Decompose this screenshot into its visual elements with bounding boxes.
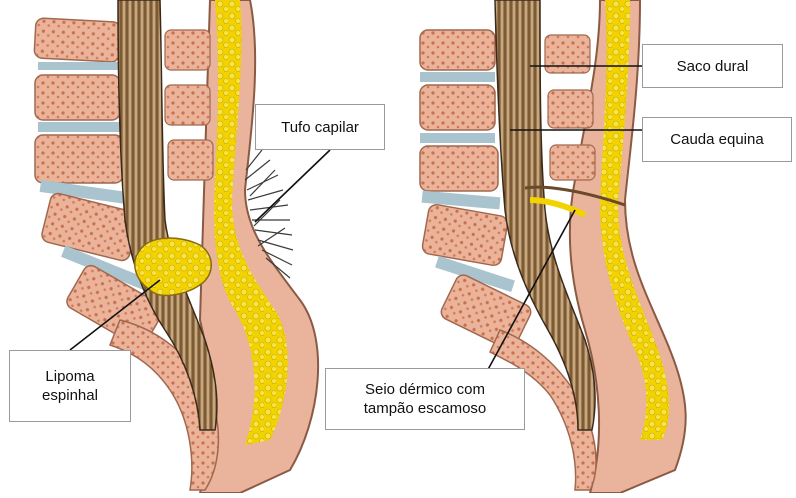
label-cauda-equina: Cauda equina bbox=[642, 117, 792, 162]
leader-tufo bbox=[255, 150, 330, 222]
label-seio-line1: Seio dérmico com bbox=[365, 380, 485, 399]
label-seio-dermico: Seio dérmico com tampão escamoso bbox=[325, 368, 525, 430]
label-saco-dural: Saco dural bbox=[642, 44, 783, 88]
label-tufo-capilar-text: Tufo capilar bbox=[281, 118, 359, 137]
left-lipoma bbox=[135, 238, 211, 295]
label-cauda-equina-text: Cauda equina bbox=[670, 130, 763, 149]
label-lipoma-espinhal: Lipoma espinhal bbox=[9, 350, 131, 422]
label-lipoma-line1: Lipoma bbox=[45, 367, 94, 386]
label-seio-line2: tampão escamoso bbox=[364, 399, 487, 418]
label-lipoma-line2: espinhal bbox=[42, 386, 98, 405]
label-saco-dural-text: Saco dural bbox=[677, 57, 749, 76]
label-tufo-capilar: Tufo capilar bbox=[255, 104, 385, 150]
